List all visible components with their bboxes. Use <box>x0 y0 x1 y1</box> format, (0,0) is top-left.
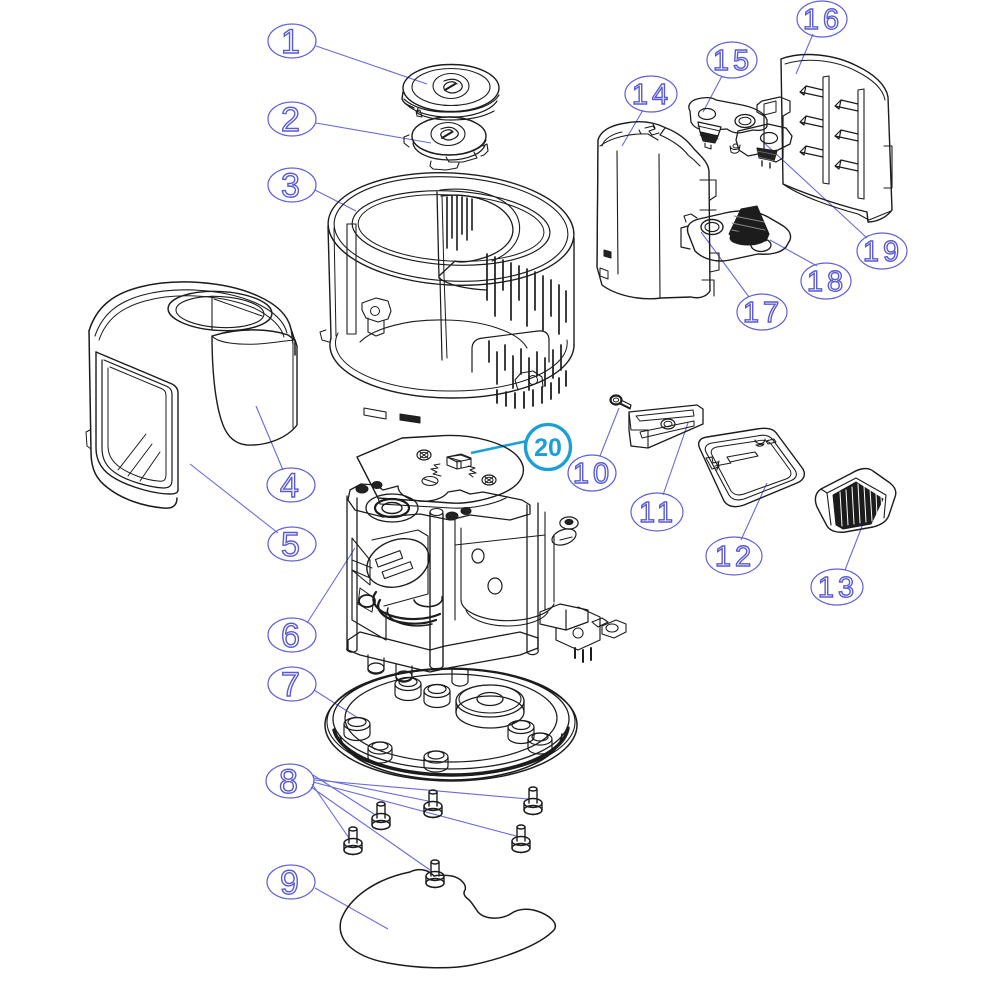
svg-text:19: 19 <box>863 236 903 268</box>
svg-text:15: 15 <box>713 45 753 77</box>
svg-text:5: 5 <box>281 526 303 564</box>
svg-text:11: 11 <box>639 497 677 529</box>
svg-text:9: 9 <box>280 864 302 902</box>
svg-text:2: 2 <box>281 101 303 139</box>
svg-text:8: 8 <box>279 763 301 801</box>
svg-text:1: 1 <box>281 23 303 61</box>
svg-text:14: 14 <box>632 79 672 111</box>
svg-text:18: 18 <box>807 266 847 298</box>
svg-text:12: 12 <box>715 541 755 573</box>
svg-text:20: 20 <box>534 434 562 462</box>
svg-text:16: 16 <box>803 4 843 36</box>
svg-text:10: 10 <box>573 458 613 490</box>
svg-text:17: 17 <box>743 297 783 329</box>
svg-text:13: 13 <box>818 572 858 604</box>
svg-text:7: 7 <box>281 666 303 704</box>
svg-text:6: 6 <box>281 617 303 655</box>
svg-text:3: 3 <box>281 167 303 205</box>
svg-text:4: 4 <box>280 467 302 505</box>
